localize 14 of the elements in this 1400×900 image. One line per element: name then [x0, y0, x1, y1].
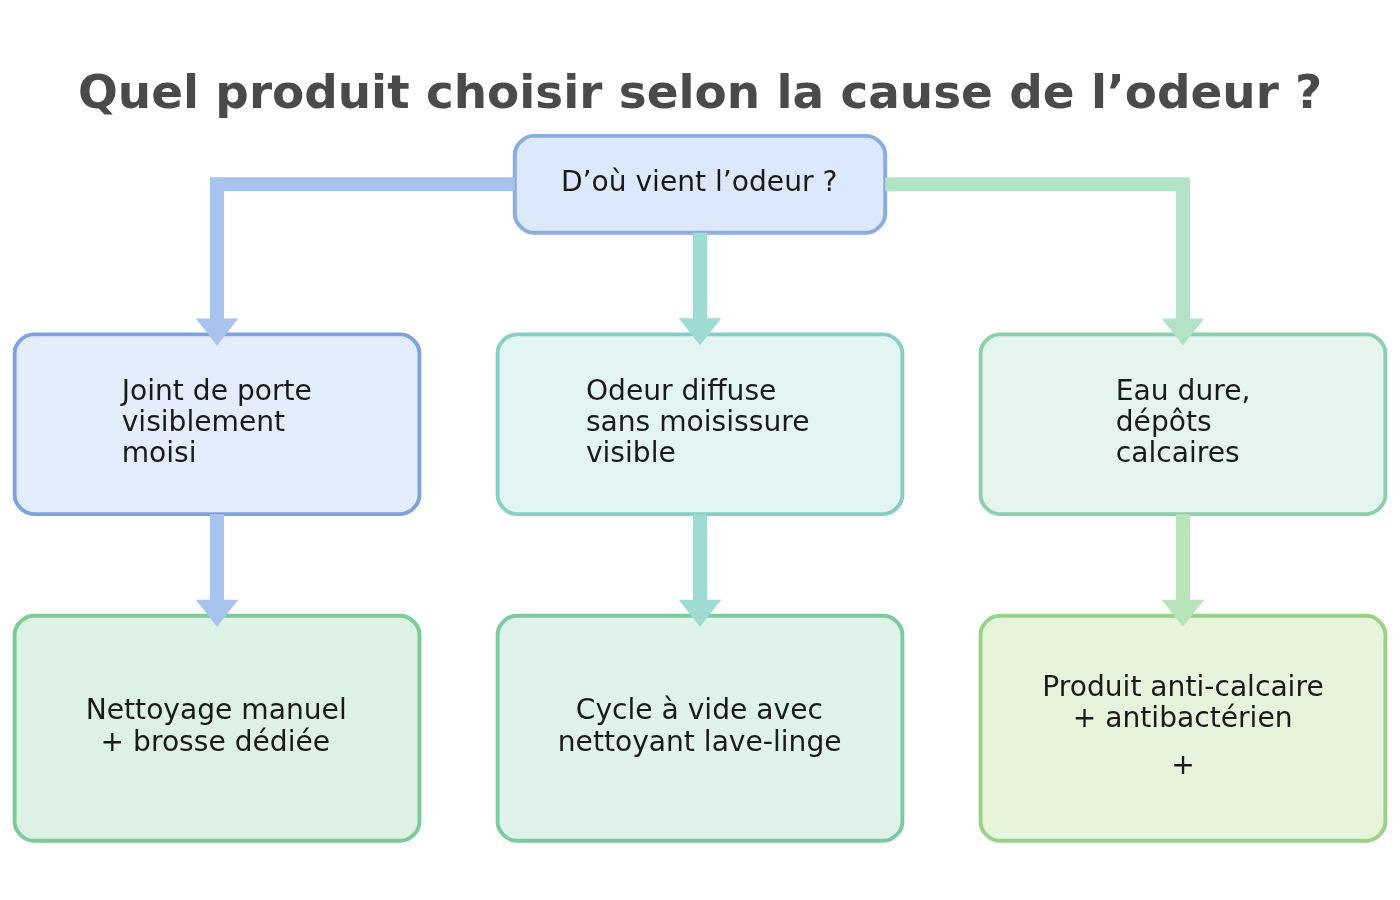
node-box: Cycle à vide avec nettoyant lave-linge: [495, 613, 905, 843]
arrow: [885, 177, 1205, 346]
node-box: Joint de porte visiblement moisi: [12, 332, 422, 517]
node-box: Nettoyage manuel + brosse dédiée: [12, 613, 422, 843]
arrow: [678, 514, 722, 627]
node-box: Odeur diffuse sans moisissure visible: [495, 332, 905, 517]
arrow: [1161, 514, 1205, 627]
node-box: D’où vient l’odeur ?: [512, 133, 888, 235]
node-box: Produit anti-calcaire + antibactérien +: [978, 613, 1388, 843]
arrow: [678, 232, 722, 346]
node-box: Eau dure, dépôts calcaires: [978, 332, 1388, 517]
arrow: [195, 177, 515, 346]
diagram-title: Quel produit choisir selon la cause de l’odeur ?: [77, 64, 1323, 120]
arrow: [195, 514, 239, 627]
